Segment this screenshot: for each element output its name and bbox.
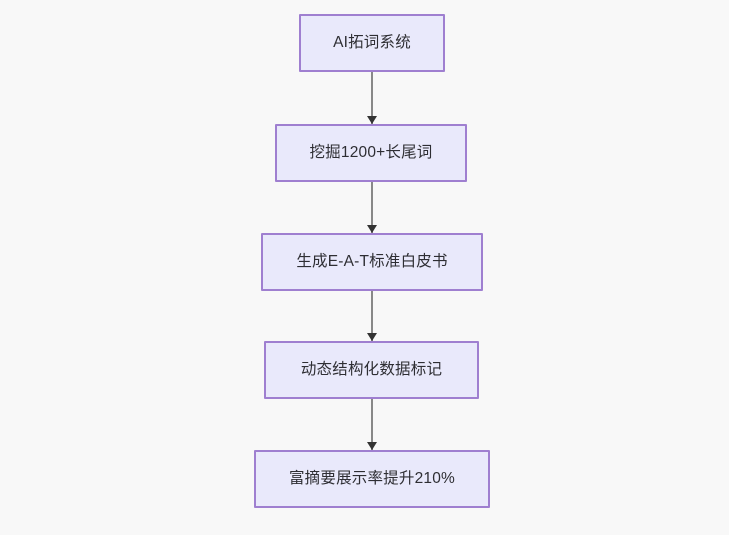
flow-node-generate-eat-whitepaper[interactable]: 生成E-A-T标准白皮书 (261, 233, 483, 291)
flow-node-dynamic-structured-data-markup[interactable]: 动态结构化数据标记 (264, 341, 479, 399)
flow-edge-2 (366, 182, 377, 233)
arrowhead-icon (366, 116, 377, 124)
edge-line (371, 72, 373, 124)
flow-node-label: 动态结构化数据标记 (300, 361, 443, 379)
arrowhead-icon (366, 442, 377, 450)
flow-node-ai-keyword-system[interactable]: AI拓词系统 (299, 14, 445, 72)
flow-edge-1 (366, 72, 377, 124)
flow-node-label: AI拓词系统 (333, 34, 411, 52)
edge-line (371, 182, 373, 233)
arrowhead-icon (366, 225, 377, 233)
flow-edge-4 (366, 399, 377, 450)
flow-node-label: 富摘要展示率提升210% (288, 470, 456, 488)
arrowhead-icon (366, 333, 377, 341)
edge-line (371, 291, 373, 341)
edge-line (371, 399, 373, 450)
flow-node-label: 生成E-A-T标准白皮书 (296, 253, 448, 271)
flow-node-rich-snippet-rate-increase[interactable]: 富摘要展示率提升210% (254, 450, 490, 508)
flow-node-mine-longtail-keywords[interactable]: 挖掘1200+长尾词 (275, 124, 467, 182)
flow-node-label: 挖掘1200+长尾词 (309, 144, 433, 162)
flow-edge-3 (366, 291, 377, 341)
